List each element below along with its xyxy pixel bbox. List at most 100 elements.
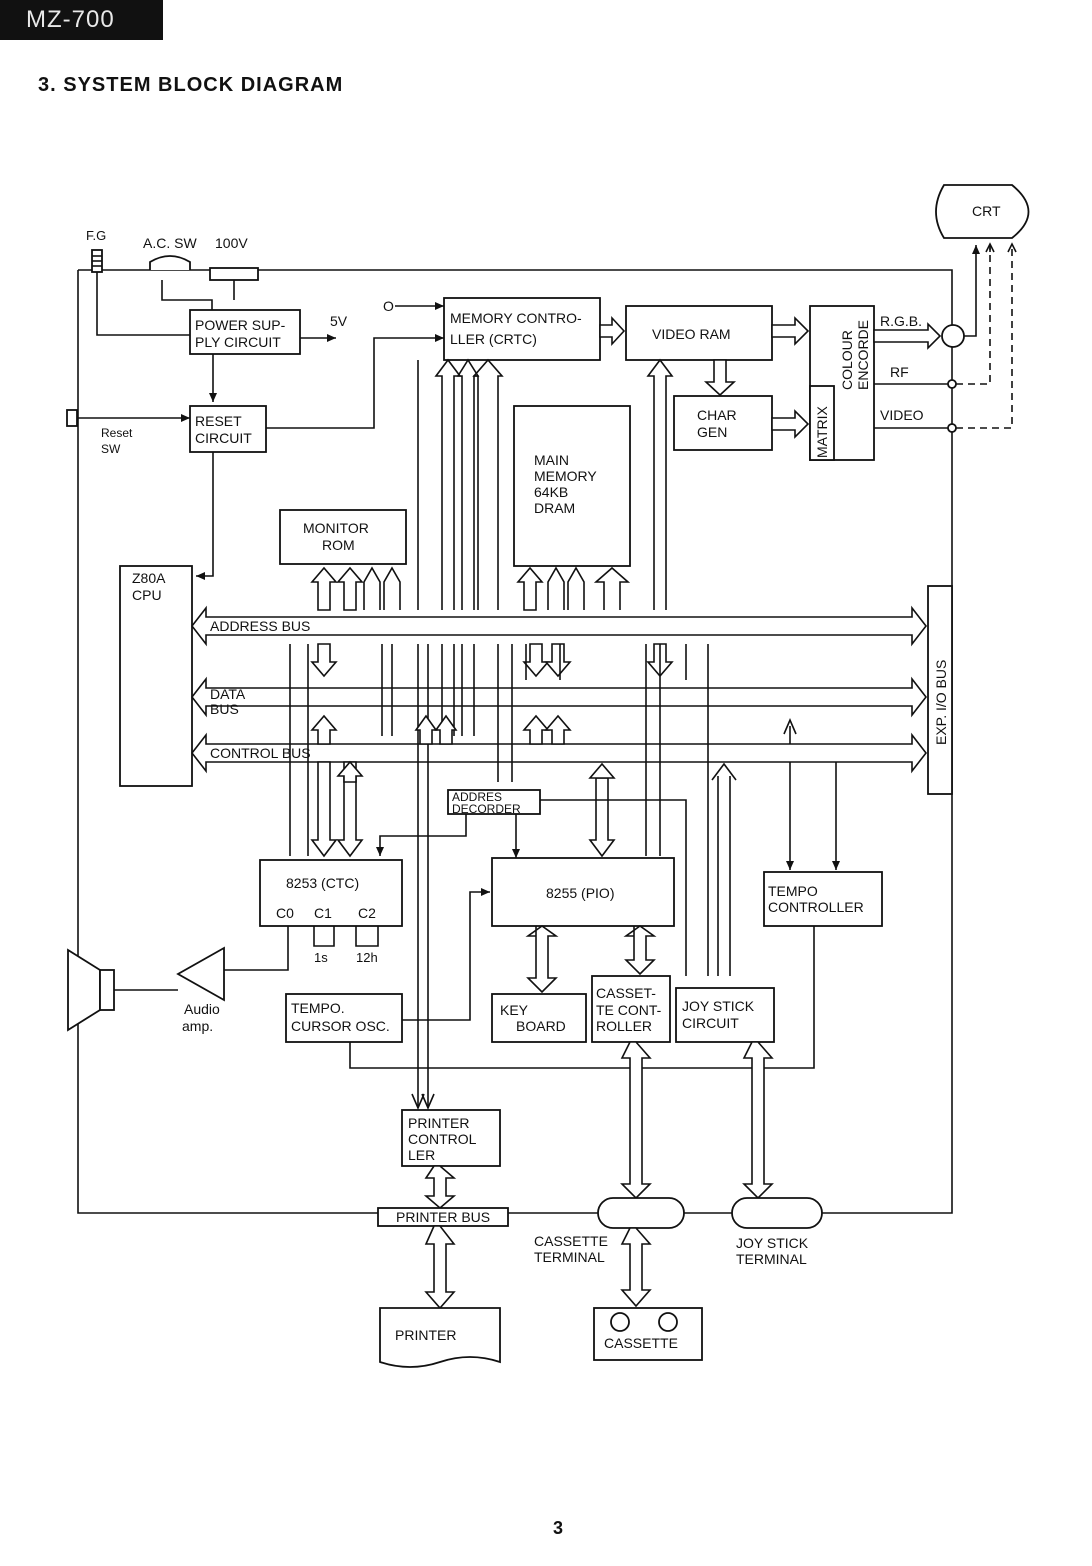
svg-text:MEMORY CONTRO-: MEMORY CONTRO- [450,310,582,326]
svg-text:EXP. I/O BUS: EXP. I/O BUS [933,660,949,745]
svg-text:CONTROLLER: CONTROLLER [768,899,864,915]
svg-text:PLY CIRCUIT: PLY CIRCUIT [195,334,281,350]
cassette: CASSETTE [593,1307,703,1361]
joy-term-label-1: JOY STICK [736,1235,809,1251]
printer-bus-to-printer [424,1225,456,1310]
svg-text:Reset: Reset [101,426,133,440]
svg-text:CHAR: CHAR [697,407,737,423]
svg-text:TE CONT-: TE CONT- [596,1002,662,1018]
fg-wire [96,272,190,336]
svg-text:SW: SW [101,442,121,456]
vram-to-colour-arrow [771,316,810,346]
rgb-label: R.G.B. [880,313,922,329]
svg-text:COLOUR: COLOUR [839,330,855,390]
svg-text:ADDRESS BUS: ADDRESS BUS [210,618,310,634]
audio-amp-label-1: Audio [184,1001,220,1017]
printer-bus: PRINTER BUS [377,1207,509,1227]
rgb-connector [941,324,965,348]
svg-text:VIDEO RAM: VIDEO RAM [652,326,731,342]
model-tag: MZ-700 [0,0,163,40]
reset-switch: Reset SW [66,409,190,456]
fg-label: F.G [86,228,106,243]
rf-crt-arrowhead [985,242,995,253]
osc-in-label: O [383,298,394,314]
terminal-to-cassette [620,1227,652,1308]
svg-text:CONTROL: CONTROL [408,1131,477,1147]
cassctl-to-terminal [620,1041,652,1200]
exp-io-bus: EXP. I/O BUS [927,585,953,795]
joy-term-label-2: TERMINAL [736,1251,807,1267]
svg-text:CURSOR OSC.: CURSOR OSC. [291,1018,390,1034]
svg-text:C0: C0 [276,905,294,921]
address-decoder: ADDRES DECORDER [447,789,541,816]
svg-text:ROM: ROM [322,537,355,553]
reset-circuit: RESET CIRCUIT [189,405,267,453]
ac-switch: A.C. SW 100V [143,235,259,281]
joystick-circuit: JOY STICK CIRCUIT [675,987,775,1043]
svg-text:PRINTER: PRINTER [395,1327,456,1343]
tempo-cursor-osc: TEMPO. CURSOR OSC. [285,993,403,1043]
svg-text:8253 (CTC): 8253 (CTC) [286,875,359,891]
chargen-to-matrix-arrow [771,409,810,439]
reset-to-crtc [266,334,444,429]
colour-encoder: MATRIX COLOUR ENCORDE [809,305,875,461]
pio-cassctl-link [623,925,657,976]
fg-terminal: F.G [86,228,106,273]
address-bus: ADDRESS BUS [190,605,928,647]
ctc-8253: 8253 (CTC) C0 C1 C2 [259,859,403,927]
svg-text:DRAM: DRAM [534,500,575,516]
video-label: VIDEO [880,407,924,423]
rgb-to-crt [964,245,980,337]
reset-to-cpu [196,452,214,580]
svg-text:TEMPO.: TEMPO. [291,1000,345,1016]
memory-controller-crtc: MEMORY CONTRO- LLER (CRTC) [443,297,601,361]
z80a-cpu: Z80A CPU [119,565,193,787]
svg-text:CRT: CRT [972,203,1001,219]
rf-connector [947,379,957,389]
speaker [67,948,115,1032]
pio-keyboard-link [525,925,559,994]
data-bus: DATA BUS [190,676,928,718]
video-to-crt [956,248,1013,429]
control-bus: CONTROL BUS [190,732,928,774]
t1s-label: 1s [314,950,328,965]
cass-term-label-1: CASSETTE [534,1233,608,1249]
v5-label: 5V [330,313,348,329]
ac-wire-1 [161,280,213,310]
monitor-rom: MONITOR ROM [279,509,407,565]
svg-text:BOARD: BOARD [516,1018,566,1034]
svg-text:8255 (PIO): 8255 (PIO) [546,885,614,901]
printer-ctl-to-bus [423,1165,457,1210]
svg-text:CASSETTE: CASSETTE [604,1335,678,1351]
video-ram: VIDEO RAM [625,305,773,361]
section-title: 3. SYSTEM BLOCK DIAGRAM [38,74,344,96]
svg-text:ROLLER: ROLLER [596,1018,652,1034]
decoder-to-ctc [376,814,467,856]
pio-8255: 8255 (PIO) [491,857,675,927]
chassis-frame-left [77,270,378,1214]
main-memory: MAIN MEMORY 64KB DRAM [513,405,631,567]
svg-text:JOY STICK: JOY STICK [682,998,755,1014]
svg-text:DATA: DATA [210,686,246,702]
svg-text:CIRCUIT: CIRCUIT [682,1015,739,1031]
bus-taps [289,358,840,1108]
printer: PRINTER [379,1307,501,1368]
svg-text:TEMPO: TEMPO [768,883,818,899]
svg-text:C2: C2 [358,905,376,921]
cass-term-label-2: TERMINAL [534,1249,605,1265]
rf-label: RF [890,364,909,380]
tempo-ctl-return [349,926,815,1069]
svg-text:POWER SUP-: POWER SUP- [195,317,286,333]
keyboard: KEY BOARD [491,993,587,1043]
svg-text:DECORDER: DECORDER [452,802,521,816]
ac-sw-label: A.C. SW [143,235,197,251]
matrix-label: MATRIX [814,405,830,458]
c1-loop [313,926,335,947]
rf-to-crt [956,248,991,385]
video-connector [947,423,957,433]
t12h-label: 12h [356,950,378,965]
svg-text:C1: C1 [314,905,332,921]
svg-text:64KB: 64KB [534,484,568,500]
svg-text:KEY: KEY [500,1002,529,1018]
